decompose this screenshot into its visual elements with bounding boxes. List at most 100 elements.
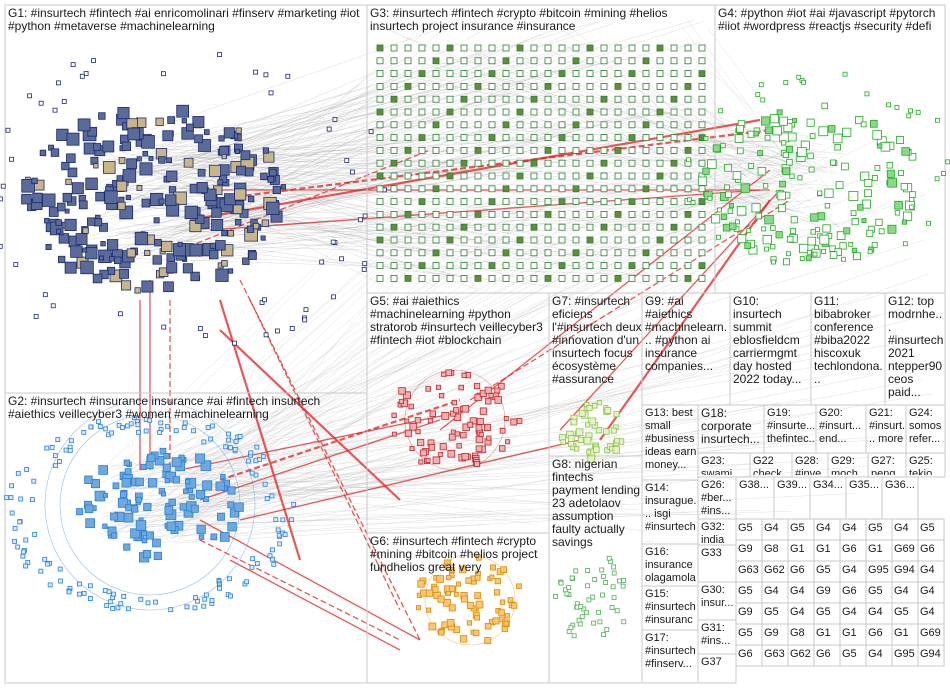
g4-node bbox=[723, 224, 730, 231]
g6-node bbox=[418, 581, 425, 588]
g4-node bbox=[763, 235, 772, 244]
g3-node bbox=[629, 237, 635, 243]
g3-node bbox=[657, 71, 663, 77]
g8-node bbox=[598, 620, 602, 624]
g3-node bbox=[587, 160, 593, 166]
g4-node bbox=[790, 228, 795, 233]
group-label-g33: G33 bbox=[701, 547, 736, 560]
g3-node bbox=[587, 224, 593, 230]
g3-node bbox=[601, 263, 607, 269]
g8-node bbox=[574, 569, 578, 573]
small-group-label: G1 bbox=[790, 543, 805, 555]
g1-node bbox=[167, 263, 177, 273]
g2-ring-node bbox=[122, 594, 126, 598]
g1-node bbox=[183, 264, 192, 273]
g5-node bbox=[476, 436, 483, 443]
g4-outer-node bbox=[756, 93, 760, 97]
g6-node bbox=[490, 575, 494, 579]
small-group-label: G5 bbox=[738, 585, 753, 597]
g1-outer-node bbox=[262, 298, 266, 302]
g4-outer-node bbox=[747, 229, 751, 233]
g3-node bbox=[433, 96, 439, 102]
g3-node bbox=[377, 199, 383, 205]
small-group-label: G5 bbox=[894, 606, 909, 618]
g6-node bbox=[495, 578, 500, 583]
g8-node bbox=[553, 594, 557, 598]
small-group-label: G6 bbox=[738, 648, 753, 660]
g1-outer-node bbox=[362, 267, 366, 271]
g3-node bbox=[503, 45, 509, 51]
g4-node bbox=[786, 146, 792, 152]
g6-node bbox=[505, 614, 509, 618]
g4-node bbox=[713, 145, 720, 152]
g4-node bbox=[788, 133, 796, 141]
group-label-g32: G32: india bbox=[701, 521, 736, 543]
g7-node bbox=[561, 440, 566, 445]
g2-node bbox=[120, 491, 126, 497]
g3-node bbox=[503, 160, 509, 166]
g2-node bbox=[188, 488, 192, 492]
group-label-g20: G20: #insurt... end... bbox=[819, 407, 866, 446]
g3-node bbox=[545, 147, 551, 153]
g1-outer-node bbox=[1, 184, 5, 188]
g3-node bbox=[461, 224, 467, 230]
small-group-label: G4 bbox=[790, 585, 805, 597]
g1-node bbox=[156, 118, 163, 125]
g2-ring-node bbox=[13, 526, 17, 530]
g3-node bbox=[377, 96, 383, 102]
g5-node bbox=[392, 432, 396, 436]
g4-node bbox=[902, 220, 906, 224]
g3-node bbox=[699, 199, 705, 205]
g1-node bbox=[178, 242, 182, 246]
g3-node bbox=[461, 135, 467, 141]
g1-node bbox=[248, 196, 254, 202]
g2-ring-node bbox=[82, 430, 86, 434]
g3-node bbox=[699, 71, 705, 77]
g2-ring-node bbox=[77, 592, 81, 596]
g1-node bbox=[62, 162, 70, 170]
g3-node bbox=[629, 224, 635, 230]
g7-node bbox=[578, 437, 583, 442]
g3-node bbox=[405, 109, 411, 115]
g1-node bbox=[142, 281, 153, 292]
g4-node bbox=[779, 205, 786, 212]
g4-node bbox=[770, 226, 775, 231]
g3-node bbox=[671, 96, 677, 102]
g3-node bbox=[587, 186, 593, 192]
small-group-label: G5 bbox=[868, 522, 883, 534]
g1-node bbox=[177, 105, 189, 117]
g3-node bbox=[615, 135, 621, 141]
g3-node bbox=[475, 122, 481, 128]
g4-node bbox=[752, 204, 760, 212]
g4-outer-node bbox=[849, 242, 853, 246]
g2-ring-node bbox=[245, 580, 249, 584]
g1-node bbox=[184, 158, 193, 167]
g1-outer-node bbox=[369, 130, 373, 134]
g2-ring-node bbox=[247, 459, 251, 463]
g4-node bbox=[843, 128, 851, 136]
g3-node bbox=[545, 135, 551, 141]
g2-ring-node bbox=[249, 451, 253, 455]
g4-node bbox=[781, 141, 785, 145]
g3-node bbox=[671, 263, 677, 269]
g4-node bbox=[754, 131, 759, 136]
g3-node bbox=[433, 58, 439, 64]
g3-node bbox=[419, 58, 425, 64]
g2-ring-node bbox=[104, 427, 108, 431]
g4-node bbox=[749, 164, 754, 169]
g1-node bbox=[145, 250, 150, 255]
g4-node bbox=[808, 153, 814, 159]
g3-node bbox=[643, 250, 649, 256]
g5-node bbox=[405, 430, 411, 436]
small-group-label: G5 bbox=[842, 648, 857, 660]
g3-node bbox=[601, 211, 607, 217]
g4-node bbox=[825, 204, 829, 208]
small-group-label: G4 bbox=[920, 564, 935, 576]
g3-node bbox=[391, 263, 397, 269]
g2-ring-node bbox=[254, 459, 258, 463]
g1-node bbox=[216, 241, 226, 251]
g1-node bbox=[67, 154, 76, 163]
g1-node bbox=[228, 269, 233, 274]
g5-node bbox=[484, 424, 490, 430]
g3-node bbox=[601, 135, 607, 141]
